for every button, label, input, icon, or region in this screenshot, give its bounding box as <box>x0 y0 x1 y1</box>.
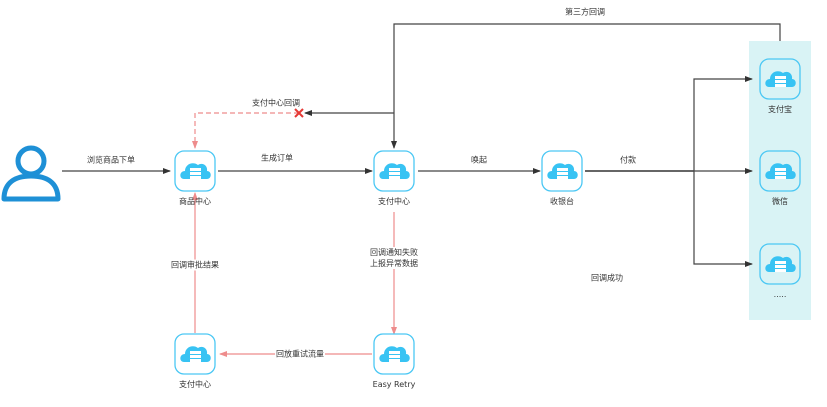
node-easy-retry[interactable] <box>373 333 415 375</box>
node-alipay[interactable] <box>759 58 801 100</box>
user-icon <box>1 145 61 202</box>
node-label-alipay: 支付宝 <box>768 105 792 114</box>
node-cashier[interactable] <box>541 150 583 192</box>
cloud-server-icon <box>379 346 410 362</box>
node-label-goods-center: 商品中心 <box>179 197 211 206</box>
node-payment-center-retry[interactable] <box>174 333 216 375</box>
node-label-cashier: 收银台 <box>550 197 574 206</box>
edge-label-callback-success: 回调成功 <box>591 273 623 283</box>
node-others[interactable] <box>759 243 801 285</box>
node-label-payment-center: 支付中心 <box>378 197 410 206</box>
node-goods-center[interactable] <box>174 150 216 192</box>
node-label-wechat: 微信 <box>772 197 788 206</box>
node-label-payment-center-retry: 支付中心 <box>179 380 211 389</box>
cloud-server-icon <box>547 163 578 179</box>
node-label-easy-retry: Easy Retry <box>372 380 416 389</box>
edge-label-callback-fail-line2: 上报异常数据 <box>370 259 418 268</box>
edge-third-party-callback <box>391 23 781 149</box>
edge-label-payment-callback: 支付中心回调 <box>252 98 300 108</box>
edge-label-create-order: 生成订单 <box>261 153 293 163</box>
cloud-server-icon <box>765 256 796 272</box>
edge-pay-others <box>693 171 753 267</box>
edge-payment-callback-failed <box>192 112 299 149</box>
edge-label-callback-review: 回调审批结果 <box>170 259 220 271</box>
cloud-server-icon <box>379 163 410 179</box>
node-payment-center[interactable] <box>373 150 415 192</box>
cloud-server-icon <box>180 346 211 362</box>
cloud-server-icon <box>180 163 211 179</box>
cloud-server-icon <box>765 71 796 87</box>
edge-label-invoke: 唤起 <box>471 155 487 165</box>
node-wechat[interactable] <box>759 150 801 192</box>
edge-label-pay: 付款 <box>620 155 636 165</box>
cloud-server-icon <box>765 163 796 179</box>
edge-pay-alipay <box>693 76 753 171</box>
edge-label-callback-fail-line1: 回调通知失败 <box>370 248 418 257</box>
edge-label-replay-retry: 回放重试流量 <box>275 348 325 360</box>
edge-label-callback-fail: 回调通知失败 上报异常数据 <box>369 247 419 269</box>
node-label-others: ..... <box>773 290 787 299</box>
edge-label-browse-order: 浏览商品下单 <box>87 155 135 165</box>
fail-x-icon <box>294 108 304 118</box>
edge-label-third-party-callback: 第三方回调 <box>565 7 605 17</box>
